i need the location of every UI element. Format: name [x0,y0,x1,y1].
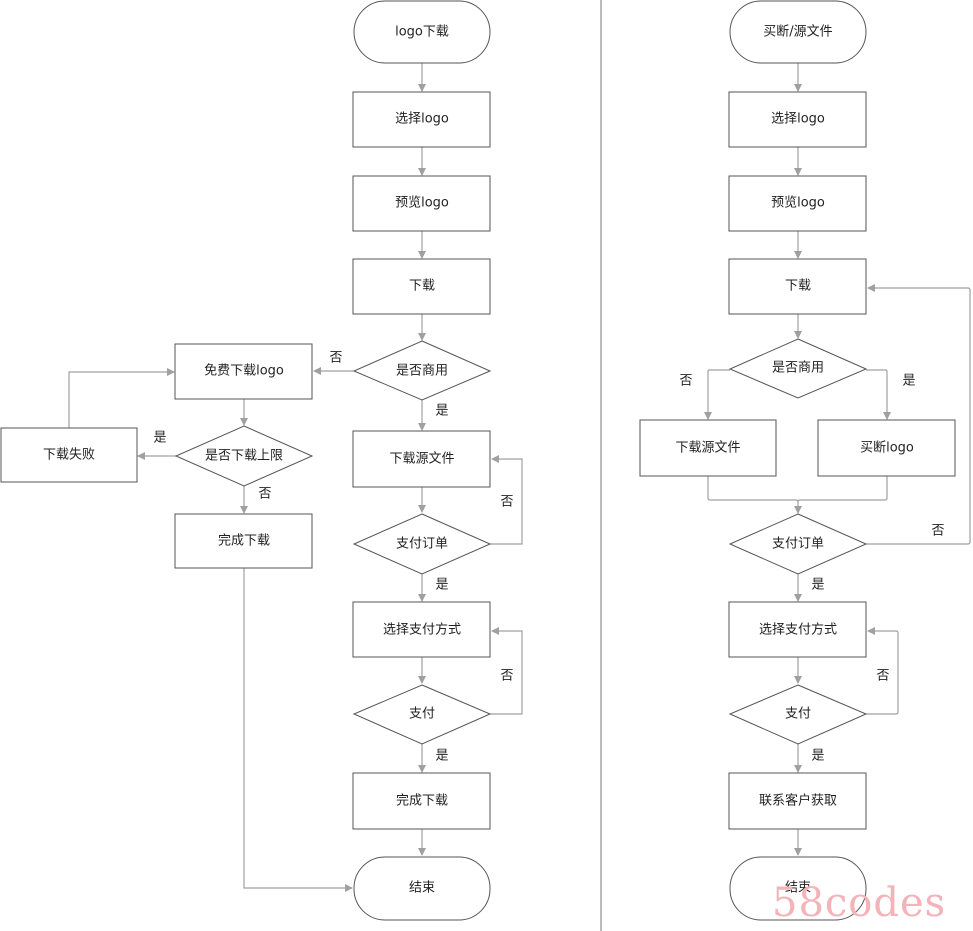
right-commercial-decision [728,338,868,399]
r-edge-pay-no [866,627,899,715]
right-download-node [728,258,867,315]
right-commercial-label: 是否商用 [772,361,824,376]
left-download-label: 下载 [409,279,435,294]
r-label-commercial-no: 否 [679,374,692,389]
r-edge-commercial-no [704,369,730,420]
right-select-logo-label: 选择logo [771,112,825,127]
left-download-source-node [352,430,491,488]
r-label-pay-no: 否 [876,669,889,684]
left-edges [68,63,523,892]
left-edge-labels: 否 是 是 否 否 是 否 是 [153,351,513,764]
right-pay-label: 支付 [785,707,811,722]
left-select-logo-node [352,91,491,148]
right-preview-logo-node [728,175,867,232]
r-edge-source-to-order [707,476,802,514]
right-contact-label: 联系客户获取 [759,793,837,809]
right-pay-order-decision [728,513,868,575]
r-edge-buyout-to-order [797,476,888,503]
left-download-failed-node [0,427,138,483]
right-select-logo-node [728,91,867,148]
edge-complete-to-end [243,568,353,892]
r-label-order-yes: 是 [811,578,824,593]
watermark-text: 58codes [772,880,946,926]
right-buyout-logo-node [817,419,956,477]
label-limit-no: 否 [258,487,271,502]
left-limit-decision [174,425,314,487]
edge-order-no [490,455,523,545]
left-commercial-label: 是否商用 [396,364,448,379]
r-label-pay-yes: 是 [811,749,824,764]
left-select-logo-label: 选择logo [395,112,449,127]
right-edge-labels: 否 是 否 是 否 是 [679,374,944,764]
left-pay-label: 支付 [409,707,435,722]
label-commercial-no: 否 [329,351,342,366]
r-label-commercial-yes: 是 [902,374,915,389]
label-pay-yes: 是 [435,749,448,764]
left-end-label: 结束 [409,881,435,896]
label-limit-yes: 是 [153,431,166,446]
right-download-source-node [639,419,777,477]
left-free-download-node [174,343,313,400]
right-nodes: 买断/源文件 选择logo 预览logo 下载 是否商用 下载源文件 买断log… [639,0,956,921]
left-pay-decision [352,684,492,745]
left-complete-download-node [352,772,491,830]
right-edges [704,63,971,856]
left-end-node [353,856,491,921]
left-nodes: logo下载 选择logo 预览logo 下载 是否商用 免费下载logo 是否… [0,0,492,921]
right-end-node [729,856,867,921]
left-limit-label: 是否下载上限 [205,449,283,464]
left-start-label: logo下载 [395,25,449,40]
left-download-node [352,258,491,315]
right-pay-decision [728,684,868,745]
right-contact-node [728,772,867,830]
r-edge-order-no [866,284,971,545]
left-start-node [353,0,491,64]
right-download-label: 下载 [785,279,811,294]
label-order-yes: 是 [435,578,448,593]
left-commercial-decision [352,340,492,401]
label-pay-no: 否 [500,669,513,684]
left-complete-free-label: 完成下载 [218,534,270,549]
left-preview-logo-node [352,175,491,232]
r-label-order-no: 否 [931,524,944,539]
left-download-source-label: 下载源文件 [389,452,454,467]
right-start-label: 买断/源文件 [763,25,832,40]
right-download-source-label: 下载源文件 [675,441,740,456]
left-preview-logo-label: 预览logo [395,195,449,211]
right-end-label: 结束 [785,881,811,896]
left-select-payment-label: 选择支付方式 [383,622,461,638]
right-buyout-logo-label: 买断logo [860,441,914,456]
right-select-payment-node [728,601,867,658]
left-select-payment-node [352,601,491,658]
r-edge-commercial-yes [866,369,891,420]
left-complete-download-label: 完成下载 [396,794,448,809]
edge-pay-no [490,627,523,715]
left-pay-order-label: 支付订单 [396,537,448,552]
left-free-download-label: 免费下载logo [204,364,284,379]
left-complete-free-node [174,513,313,569]
left-pay-order-decision [352,513,492,575]
right-preview-logo-label: 预览logo [771,195,825,211]
label-commercial-yes: 是 [435,404,448,419]
left-download-failed-label: 下载失败 [43,448,95,463]
right-start-node [729,0,867,64]
label-order-no: 否 [500,495,513,510]
right-select-payment-label: 选择支付方式 [759,622,837,638]
right-pay-order-label: 支付订单 [772,537,824,552]
edge-failed-back [68,368,175,428]
